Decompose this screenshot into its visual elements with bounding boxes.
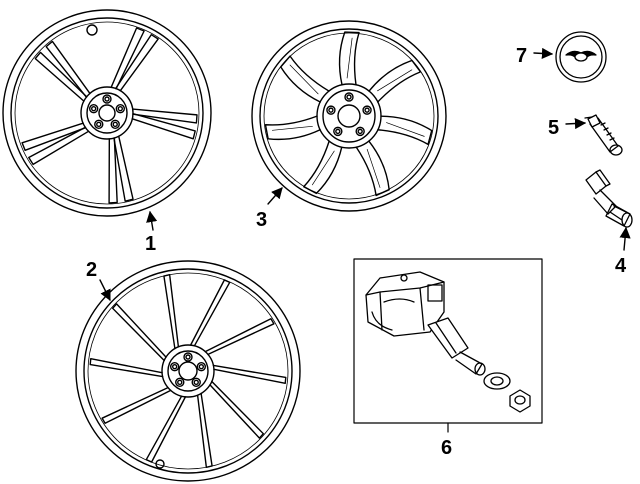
callout-3: 3 xyxy=(256,209,267,231)
valve-stem xyxy=(585,115,622,155)
callout-7: 7 xyxy=(516,45,527,67)
callout-5: 5 xyxy=(548,117,559,139)
wheel-2 xyxy=(76,261,300,481)
callout-6: 6 xyxy=(441,437,452,459)
wheel-3 xyxy=(252,21,446,211)
tpms-sensor-kit xyxy=(354,259,542,423)
center-cap xyxy=(556,32,606,82)
callout-1: 1 xyxy=(145,233,156,255)
wheel-1 xyxy=(3,10,211,216)
tpms-valve xyxy=(586,170,632,227)
callout-2: 2 xyxy=(86,259,97,281)
callout-4: 4 xyxy=(615,255,627,277)
